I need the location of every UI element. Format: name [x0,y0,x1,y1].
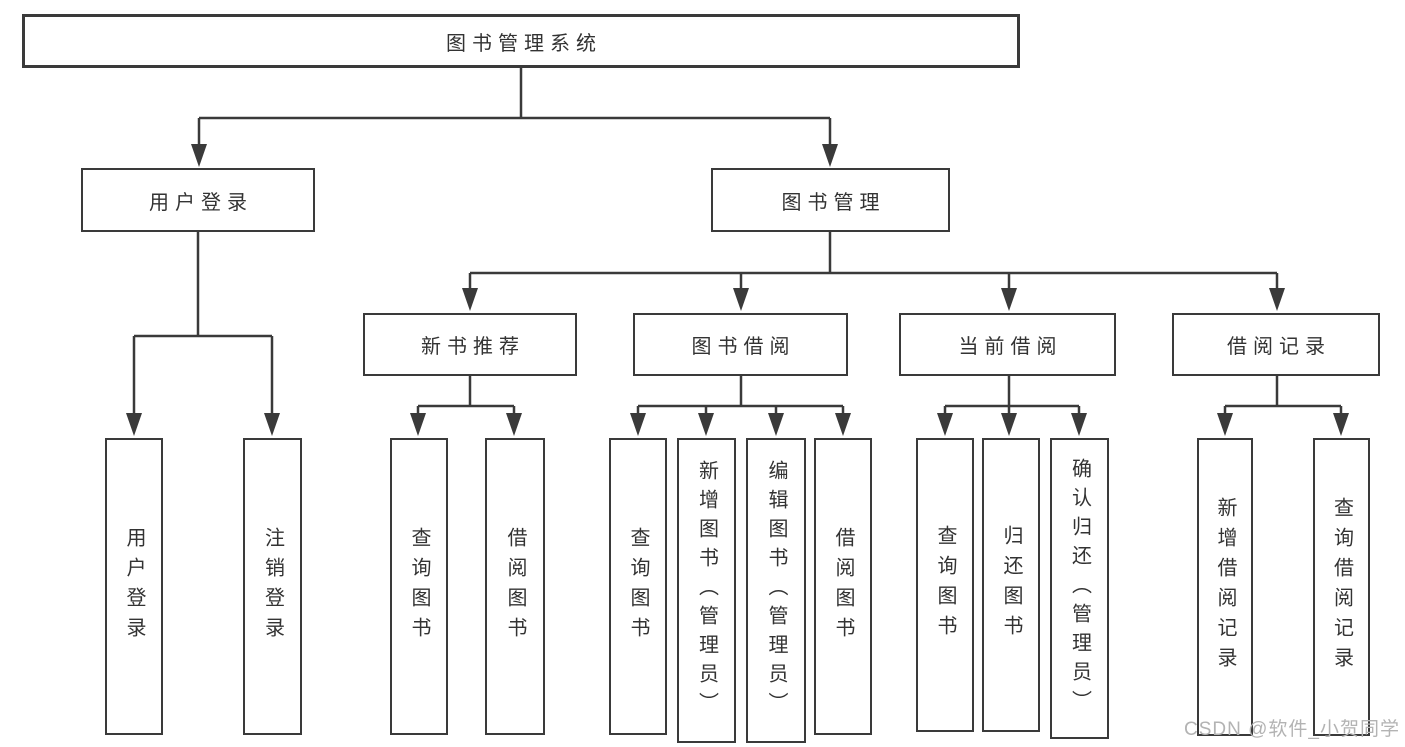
leaf-return-books: 归还图书 [982,438,1040,732]
leaf-logout: 注销登录 [243,438,302,735]
leaf-add-books-admin: 新增图书（管理员） [677,438,736,743]
watermark-text: CSDN @软件_小贺同学 [1184,719,1400,740]
leaf-query-books-borrowing: 查询图书 [609,438,667,735]
leaf-user-login: 用户登录 [105,438,163,735]
leaf-confirm-return-admin: 确认归还（管理员） [1050,438,1109,739]
leaf-borrow-books-recommend: 借阅图书 [485,438,545,735]
node-library-management-system: 图书管理系统 [22,14,1020,68]
leaf-query-borrowing-record: 查询借阅记录 [1313,438,1370,736]
arrowheads [126,144,1349,436]
leaf-edit-books-admin: 编辑图书（管理员） [746,438,806,743]
leaf-query-books-current: 查询图书 [916,438,974,732]
node-book-management: 图书管理 [711,168,950,232]
node-borrowing-records: 借阅记录 [1172,313,1380,376]
node-new-book-recommendation: 新书推荐 [363,313,577,376]
leaf-query-books-recommend: 查询图书 [390,438,448,735]
leaf-borrow-books-borrowing: 借阅图书 [814,438,872,735]
node-book-borrowing: 图书借阅 [633,313,848,376]
node-current-borrowing: 当前借阅 [899,313,1116,376]
leaf-add-borrowing-record: 新增借阅记录 [1197,438,1253,736]
node-user-login: 用户登录 [81,168,315,232]
